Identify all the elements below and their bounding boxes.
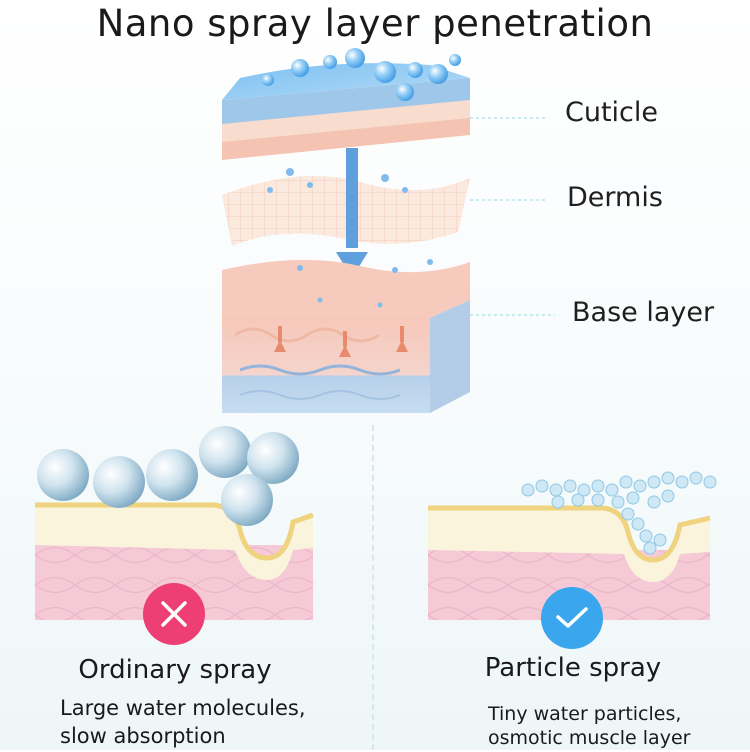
base-layer-label: Base layer bbox=[572, 297, 715, 328]
ordinary-spray-illustration bbox=[35, 426, 314, 620]
particle-spray-title: Particle spray bbox=[484, 653, 662, 683]
cross-icon bbox=[161, 601, 187, 627]
cuticle-label: Cuticle bbox=[565, 97, 659, 128]
ordinary-spray-title: Ordinary spray bbox=[78, 655, 272, 685]
ordinary-spray-desc-line1: Large water molecules, bbox=[60, 696, 306, 720]
base-layer-block bbox=[222, 259, 470, 413]
check-icon bbox=[556, 607, 588, 628]
panel-divider bbox=[372, 425, 374, 750]
check-badge bbox=[541, 587, 603, 649]
water-droplets bbox=[262, 48, 461, 308]
particle-spray-desc-line2: osmotic muscle layer bbox=[488, 727, 691, 749]
skin-layer-diagram bbox=[222, 48, 555, 413]
dermis-label: Dermis bbox=[567, 182, 663, 213]
ordinary-spray-desc-line2: slow absorption bbox=[60, 724, 226, 748]
particle-spray-desc-line1: Tiny water particles, bbox=[488, 703, 682, 725]
cross-badge bbox=[143, 583, 205, 645]
page-title: Nano spray layer penetration bbox=[96, 2, 654, 45]
